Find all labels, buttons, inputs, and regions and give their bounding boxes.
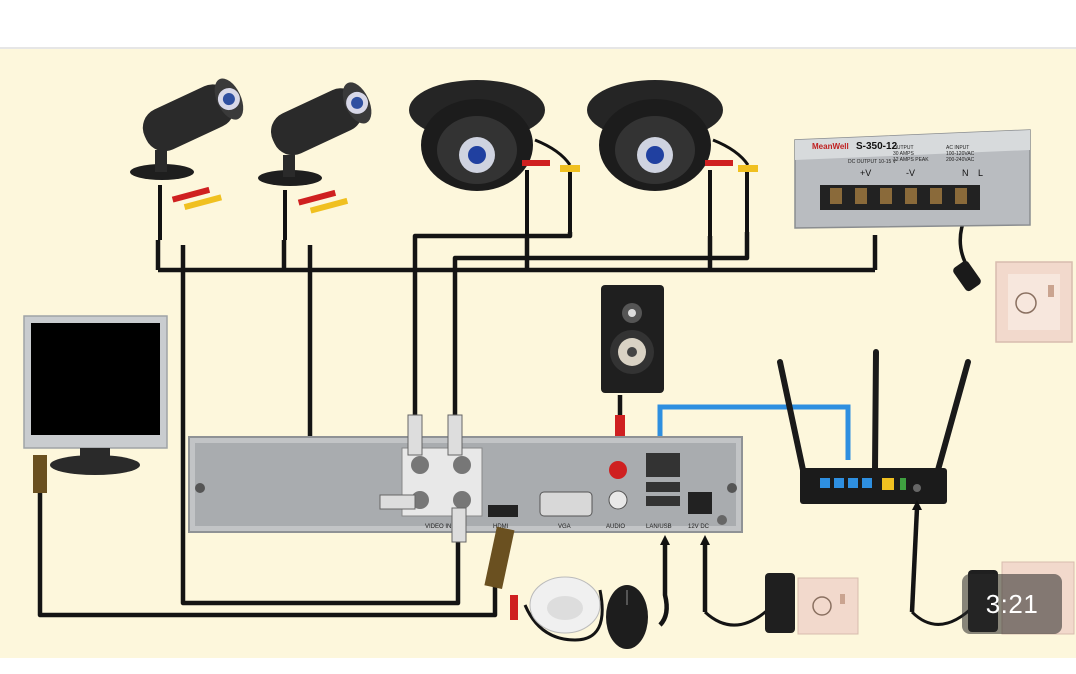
speaker — [601, 285, 664, 445]
dvr-adapter-cord — [703, 606, 772, 627]
connection-arrows — [660, 500, 922, 545]
bullet-camera-icon — [258, 82, 372, 240]
dvr-hdmi-port — [488, 505, 518, 517]
dvr-video-in-ports — [379, 414, 483, 543]
speaker-plug — [615, 415, 625, 445]
router — [777, 349, 971, 504]
wiring — [37, 214, 977, 642]
psu-term-n: N — [962, 168, 969, 178]
psu-term-l: L — [978, 168, 983, 178]
monitor-hdmi-wire — [37, 490, 498, 618]
wall-socket-dvr — [797, 577, 859, 635]
mic-plug-red — [510, 595, 518, 620]
power-supply-icon — [794, 129, 1031, 229]
dvr-vga-label: VGA — [558, 524, 571, 530]
bullet-camera-2 — [258, 82, 372, 240]
psu-model: S-350-12 — [856, 141, 898, 152]
router-power-arrow — [912, 500, 922, 510]
wall-socket-icon — [797, 577, 859, 635]
psu-spec-right-1: AC INPUT — [946, 145, 969, 151]
monitor — [23, 315, 168, 493]
mains-plug — [953, 260, 981, 292]
dvr-power-port — [688, 492, 712, 514]
psu-brand: MeanWell — [812, 142, 849, 151]
psu-spec-mid-1: OUTPUT — [893, 145, 914, 151]
dvr-audio-label: AUDIO — [606, 524, 625, 530]
microphone-icon — [529, 576, 601, 634]
speaker-icon — [601, 285, 664, 393]
power-supply: MeanWell S-350-12 DC OUTPUT 10-15 V OUTP… — [794, 129, 1031, 229]
mouse-arrow — [660, 535, 670, 545]
bullet-camera-1 — [130, 78, 244, 240]
dvr-power-label: 12V DC — [688, 524, 710, 530]
mouse — [606, 585, 648, 649]
monitor-icon — [23, 315, 168, 475]
dome-camera-1 — [409, 80, 580, 236]
mouse-usb-wire — [658, 545, 669, 627]
hdmi-plug — [484, 526, 515, 590]
dome-camera-icon — [587, 80, 758, 236]
ethernet-cable — [657, 404, 851, 460]
dvr-video-label: VIDEO IN — [425, 524, 451, 530]
power-adapter-icon — [765, 573, 795, 633]
bullet-camera-icon — [130, 78, 244, 240]
dvr-lan-label: LAN/USB — [646, 524, 672, 530]
cam4-video-wire — [452, 232, 750, 420]
wall-socket-top — [995, 261, 1073, 343]
psu-spec-right-3: 200-240VAC — [946, 157, 975, 163]
microphone — [510, 576, 601, 634]
dvr-power-adapter — [765, 573, 795, 633]
psu-spec-right-2: 100-120VAC — [946, 151, 975, 157]
router-icon — [777, 349, 971, 504]
psu-term-minus: -V — [906, 168, 915, 178]
router-power-wire — [909, 507, 920, 613]
dome-camera-2 — [587, 80, 758, 236]
dvr-audio-in — [608, 490, 628, 510]
wall-socket-icon — [995, 261, 1073, 343]
video-timestamp: 3:21 — [962, 574, 1062, 634]
dvr-lan-port — [646, 453, 680, 477]
monitor-hdmi-plug — [33, 455, 47, 493]
psu-spec-left: DC OUTPUT 10-15 V — [848, 159, 897, 165]
mouse-icon — [606, 585, 648, 649]
dvr-usb-port-2 — [646, 496, 680, 506]
cam3-video-wire — [412, 232, 573, 420]
dome-camera-icon — [409, 80, 580, 236]
psu-spec-mid-3: 12 AMPS PEAK — [893, 157, 929, 163]
dvr-usb-port-1 — [646, 482, 680, 492]
dvr-audio-out — [609, 461, 627, 479]
mic-wire — [523, 589, 604, 642]
dvr-vga-port — [539, 491, 593, 517]
dvr-power-arrow — [700, 535, 710, 545]
dvr-ground-screw — [717, 515, 727, 525]
dvr: VIDEO IN HDMI VGA AUDIO LAN/USB 12V DC — [188, 414, 743, 590]
psu-term-plus: +V — [860, 168, 871, 178]
psu-spec-mid-2: 30 AMPS — [893, 151, 915, 157]
dvr-hdmi-label: HDMI — [493, 524, 509, 530]
cam1-video-wire — [180, 245, 461, 606]
